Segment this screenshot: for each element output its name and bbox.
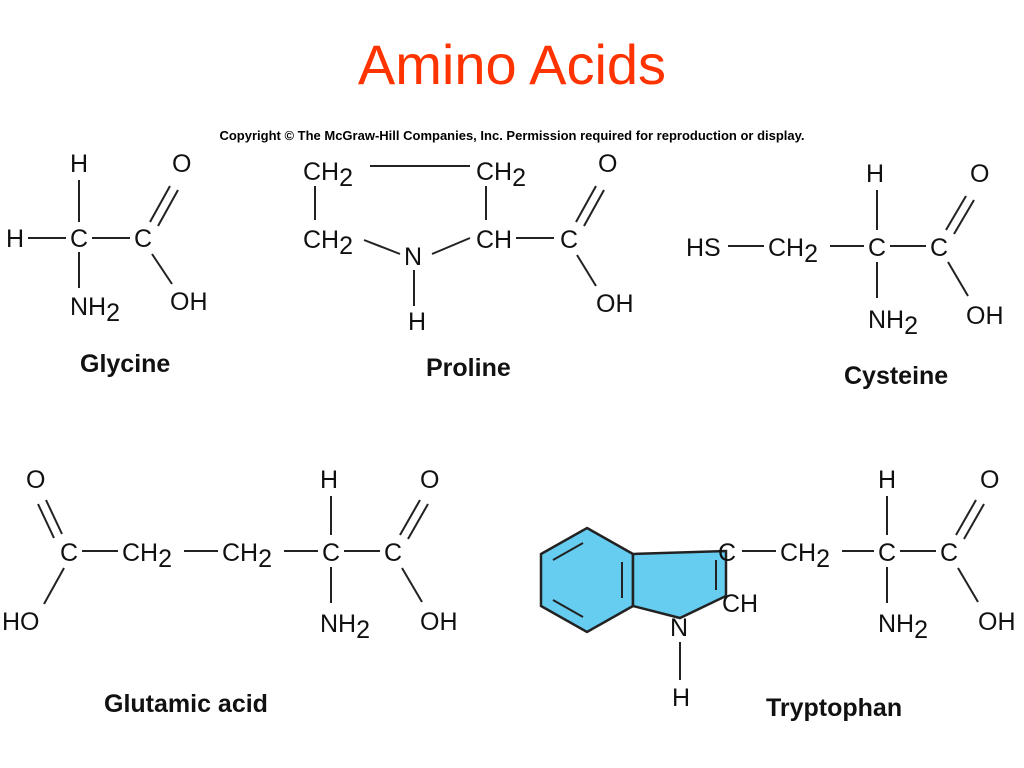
atom-c: C	[134, 225, 152, 253]
double-bond-line	[45, 499, 63, 535]
double-bond-line	[953, 199, 975, 235]
double-bond-line	[583, 189, 605, 227]
proline-structure: CH2 CH2 O CH2 N CH C H OH Proline	[303, 150, 634, 382]
bond-line	[947, 261, 969, 297]
pyrrole-ring-shape	[631, 549, 728, 620]
bond-line	[151, 253, 173, 285]
bond-line	[43, 567, 65, 605]
atom-n: N	[670, 614, 688, 642]
double-bond-line	[407, 503, 429, 540]
atom-o: O	[970, 160, 989, 188]
atom-oh: OH	[966, 302, 1004, 330]
copyright-notice: Copyright © The McGraw-Hill Companies, I…	[219, 128, 805, 143]
atom-nh2: NH2	[320, 610, 370, 644]
bond-line	[576, 254, 597, 287]
atom-o: O	[420, 466, 439, 494]
molecule-name-tryptophan: Tryptophan	[766, 694, 902, 722]
atom-ch2: CH2	[768, 234, 818, 268]
atom-ch: CH	[722, 590, 758, 618]
atom-c: C	[60, 539, 78, 567]
double-bond-line	[149, 185, 171, 223]
atom-ch2: CH2	[780, 539, 830, 573]
aromatic-bond-line	[552, 542, 584, 561]
atom-o: O	[598, 150, 617, 178]
atom-ch2: CH2	[303, 158, 353, 192]
atom-c: C	[322, 539, 340, 567]
atom-c: C	[878, 539, 896, 567]
molecule-name-proline: Proline	[426, 354, 511, 382]
atom-c: C	[940, 539, 958, 567]
atom-ch2: CH2	[222, 539, 272, 573]
double-bond-line	[399, 499, 421, 536]
aromatic-bond-line	[552, 599, 584, 618]
double-bond-line	[963, 503, 985, 540]
bond-line	[401, 567, 423, 603]
atom-ch2: CH2	[122, 539, 172, 573]
atom-h: H	[878, 466, 896, 494]
atom-nh2: NH2	[868, 306, 918, 340]
atom-ch2: CH2	[476, 158, 526, 192]
atom-oh: OH	[978, 608, 1016, 636]
molecule-name-glutamic-acid: Glutamic acid	[104, 690, 268, 718]
atom-nh2: NH2	[70, 293, 120, 327]
glutamic-acid-structure: O H O C CH2 CH2 C C HO NH2 OH Glutamic a…	[2, 466, 458, 718]
atom-h: H	[672, 684, 690, 712]
atom-nh2: NH2	[878, 610, 928, 644]
atom-c: C	[70, 225, 88, 253]
molecule-name-cysteine: Cysteine	[844, 362, 948, 390]
benzene-ring-shape	[539, 526, 635, 634]
atom-n: N	[404, 243, 422, 271]
glycine-structure: H O H C C NH2 OH Glycine	[6, 150, 208, 378]
atom-h: H	[6, 225, 24, 253]
double-bond-line	[157, 189, 179, 227]
double-bond-line	[955, 499, 977, 536]
atom-ch: CH	[476, 226, 512, 254]
atom-ch2: CH2	[303, 226, 353, 260]
bond-line	[957, 567, 979, 603]
atom-oh: OH	[170, 288, 208, 316]
double-bond-line	[945, 195, 967, 231]
atom-c: C	[560, 226, 578, 254]
atom-c: C	[718, 539, 736, 567]
cysteine-structure: H O HS CH2 C C NH2 OH Cysteine	[686, 160, 1004, 390]
double-bond-line	[37, 503, 55, 539]
bond-line	[363, 239, 401, 255]
slide-title: Amino Acids	[357, 33, 667, 96]
double-bond-line	[575, 185, 597, 223]
atom-o: O	[172, 150, 191, 178]
atom-oh: OH	[596, 290, 634, 318]
atom-ho: HO	[2, 608, 40, 636]
molecule-name-glycine: Glycine	[80, 350, 170, 378]
atom-oh: OH	[420, 608, 458, 636]
atom-h: H	[866, 160, 884, 188]
tryptophan-structure: C CH N H H O CH2 C C NH2 OH Tryptophan	[539, 466, 1016, 722]
atom-o: O	[980, 466, 999, 494]
atom-h: H	[70, 150, 88, 178]
atom-o: O	[26, 466, 45, 494]
atom-c: C	[930, 234, 948, 262]
atom-c: C	[384, 539, 402, 567]
atom-h: H	[408, 308, 426, 336]
atom-h: H	[320, 466, 338, 494]
atom-c: C	[868, 234, 886, 262]
atom-hs: HS	[686, 234, 721, 262]
bond-line	[431, 237, 471, 255]
